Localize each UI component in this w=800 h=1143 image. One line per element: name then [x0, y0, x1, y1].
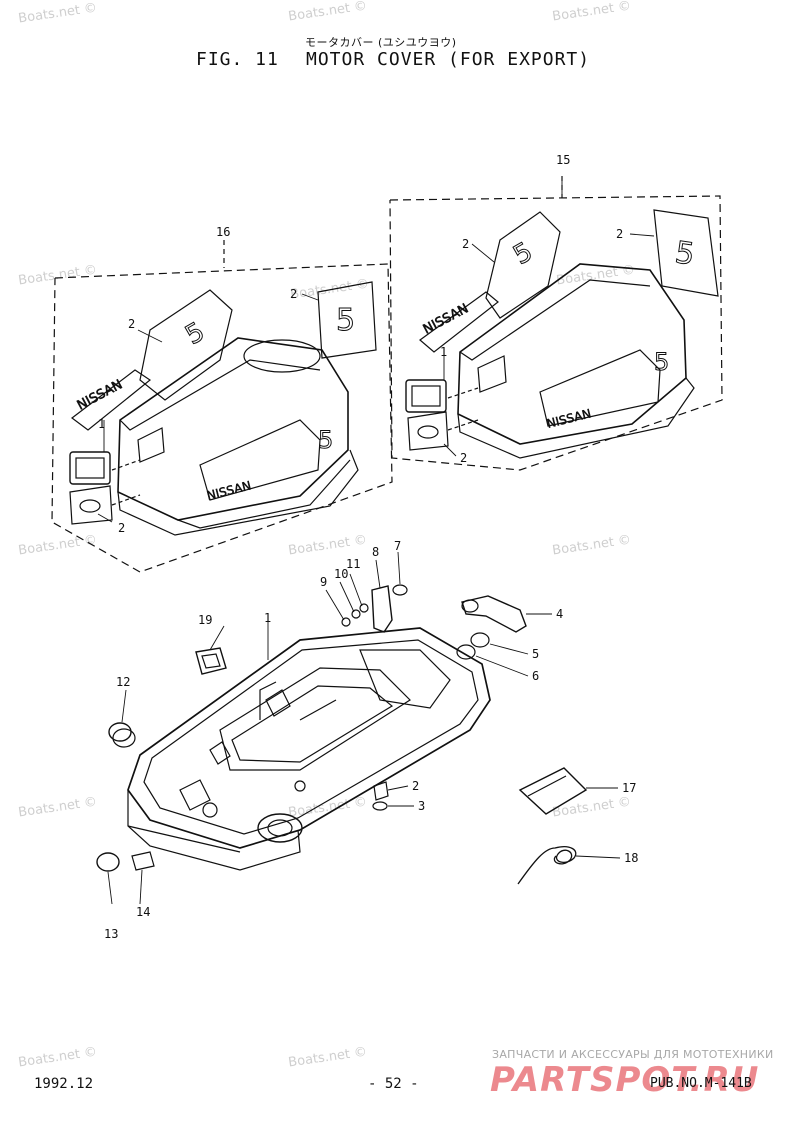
group-boundary-15 [389, 195, 723, 471]
side-decal [139, 289, 233, 401]
group-boundary-16 [51, 263, 393, 573]
part-4-lever [461, 595, 527, 633]
part-10-washer [351, 609, 361, 619]
cover-top-opening [243, 339, 321, 373]
side-name-decal [419, 291, 499, 353]
callout-18: 18 [624, 851, 638, 865]
hp-decal-text: 5 [673, 235, 697, 272]
callout-10: 10 [334, 567, 348, 581]
side-decal [485, 211, 561, 319]
bottom-cover-rim [127, 627, 491, 849]
side-name-text: NISSAN [421, 301, 471, 337]
part-6-bushing [456, 644, 476, 660]
callout-7: 7 [394, 539, 401, 553]
side-name-decal [71, 369, 152, 431]
hp-decal-text: 5 [336, 303, 355, 338]
callout-2: 2 [462, 237, 469, 251]
callout-2: 2 [616, 227, 623, 241]
part-14-plate [131, 851, 155, 871]
callout-13: 13 [104, 927, 118, 941]
emblem-part-1 [69, 451, 111, 485]
callout-1: 1 [264, 611, 271, 625]
part-5-collar [470, 632, 490, 648]
callout-4: 4 [556, 607, 563, 621]
part-19-seal [195, 647, 227, 675]
advert-logo: PARTSPOT.RU [490, 1060, 760, 1100]
page-title: MOTOR COVER (FOR EXPORT) [306, 49, 591, 70]
part-13-plug [96, 852, 120, 872]
part-9-bolt [341, 617, 351, 627]
callout-8: 8 [372, 545, 379, 559]
cover-assembly-16: 5 5 NISSAN NISSAN 5 [51, 240, 393, 573]
part-2-bolt [373, 781, 389, 801]
part-17-tool-pouch [518, 767, 588, 815]
part-11-washer [359, 603, 369, 613]
callout-15: 15 [556, 153, 570, 167]
hp-decal-text: 5 [509, 237, 538, 271]
bottom-cover-pan [127, 627, 491, 871]
callout-2: 2 [290, 287, 297, 301]
hp-decal-text: 5 [654, 348, 669, 376]
footer-date: 1992.12 [34, 1076, 94, 1092]
callout-5: 5 [532, 647, 539, 661]
leader-lines [97, 180, 655, 905]
callout-17: 17 [622, 781, 636, 795]
part-18-starter-cord [517, 846, 577, 885]
page-number: - 52 - [368, 1076, 419, 1092]
callout-19: 19 [198, 613, 212, 627]
part-8-bracket [371, 585, 393, 633]
callout-14: 14 [136, 905, 150, 919]
small-parts [96, 584, 588, 885]
callout-9: 9 [320, 575, 327, 589]
figure-label: FIG. 11 [196, 49, 279, 70]
brand-decal-text: NISSAN [205, 478, 252, 503]
brand-decal-text: NISSAN [545, 406, 592, 431]
bottom-cover-grommet-hole [257, 813, 303, 843]
callout-3: 3 [418, 799, 425, 813]
callout-1: 1 [440, 345, 447, 359]
hp-decal-text: 5 [181, 317, 210, 351]
hp-decal-5 [317, 281, 377, 359]
cover-assembly-15: 5 5 NISSAN NISSAN 5 [389, 176, 723, 471]
callout-2: 2 [118, 521, 125, 535]
side-name-text: NISSAN [75, 377, 125, 413]
callout-11: 11 [346, 557, 360, 571]
callout-1: 1 [98, 417, 105, 431]
hp-decal-5 [653, 209, 719, 297]
hp-decal-text: 5 [318, 426, 333, 454]
callout-2: 2 [460, 451, 467, 465]
callout-6: 6 [532, 669, 539, 683]
callout-12: 12 [116, 675, 130, 689]
part-3-washer [372, 801, 388, 811]
bottom-cover-skirt [127, 790, 301, 871]
advert-tagline: ЗАПЧАСТИ И АКСЕССУАРЫ ДЛЯ МОТОТЕХНИКИ [492, 1048, 774, 1061]
plate-part-2 [69, 485, 113, 525]
japanese-title: モータカバー (ユシユウヨウ) [305, 36, 457, 49]
publication-number: PUB.NO.M-141B [650, 1076, 752, 1091]
callout-2: 2 [128, 317, 135, 331]
callout-16: 16 [216, 225, 230, 239]
part-12-grommet [108, 722, 132, 742]
bottom-cover-inner [219, 667, 411, 771]
callout-numbers: 15 16 2 2 1 2 2 2 1 2 19 1 12 13 14 9 10… [98, 153, 638, 941]
callout-2: 2 [412, 779, 419, 793]
plate-part-2 [407, 411, 449, 451]
part-7-collar [392, 584, 408, 596]
emblem-part-1 [405, 379, 447, 413]
